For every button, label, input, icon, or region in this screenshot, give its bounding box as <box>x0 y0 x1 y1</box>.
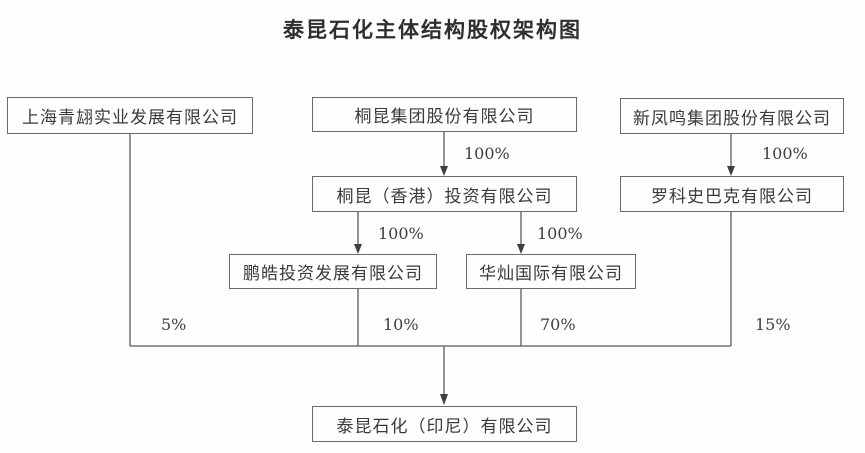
entity-box-luokeshibake: 罗科史巴克有限公司 <box>620 176 844 212</box>
ownership-label-hk-huacan: 100% <box>537 224 583 243</box>
entity-box-xinfengming: 新凤鸣集团股份有限公司 <box>620 98 844 134</box>
ownership-label-qinghong-taikun: 5% <box>161 315 187 334</box>
ownership-label-tongkun-hk: 100% <box>464 144 510 163</box>
ownership-label-xfm-lksbk: 100% <box>762 144 808 163</box>
arrowhead-xfm-lksbk <box>727 166 735 176</box>
entity-box-tongkun-hk: 桐昆（香港）投资有限公司 <box>312 176 577 212</box>
ownership-label-lksbk-taikun: 15% <box>755 315 791 334</box>
arrowhead-tongkun-hk <box>440 166 448 176</box>
entity-box-huacan: 华灿国际有限公司 <box>466 254 636 289</box>
arrowhead-bus-taikun <box>440 394 448 405</box>
arrowhead-hk-huacan <box>517 244 525 254</box>
ownership-label-hk-penghao: 100% <box>378 224 424 243</box>
entity-box-shanghai-qinghong: 上海青翃实业发展有限公司 <box>7 97 253 134</box>
arrowhead-hk-penghao <box>354 244 362 254</box>
page-title: 泰昆石化主体结构股权架构图 <box>283 17 582 42</box>
ownership-label-penghao-taikun: 10% <box>383 315 419 334</box>
entity-box-taikun: 泰昆石化（印尼）有限公司 <box>312 406 577 442</box>
entity-box-penghao: 鹏皓投资发展有限公司 <box>229 254 437 289</box>
ownership-label-huacan-taikun: 70% <box>540 315 576 334</box>
entity-box-tongkun-group: 桐昆集团股份有限公司 <box>312 97 577 132</box>
